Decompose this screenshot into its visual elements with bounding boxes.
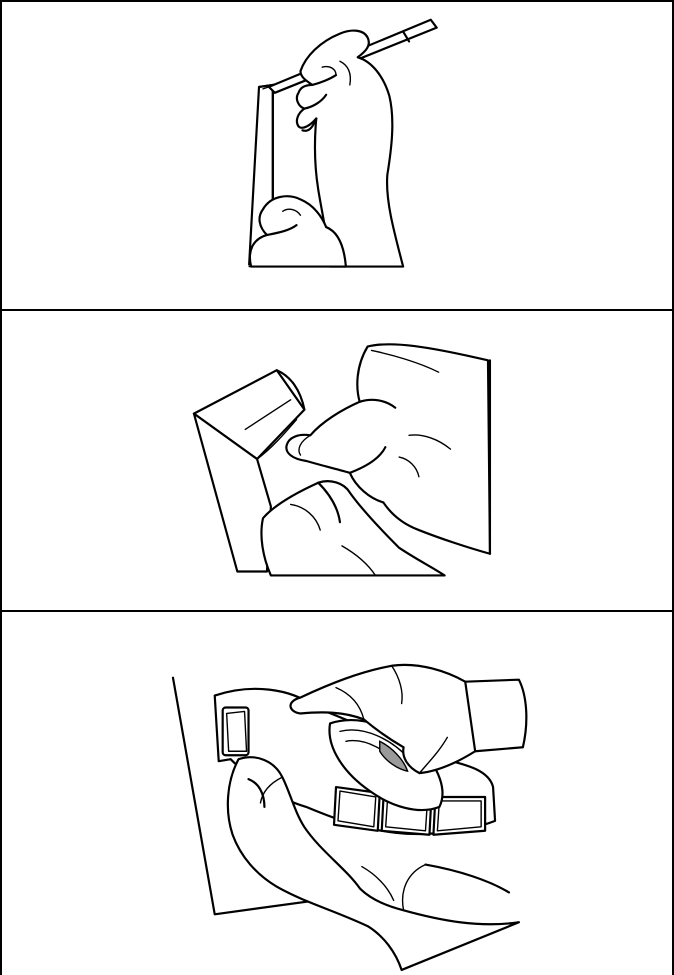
step-1-panel	[0, 0, 674, 311]
step-2-panel	[0, 309, 674, 612]
hand-writing-pen-on-card-icon	[2, 2, 672, 309]
hands-applying-label-roll-icon	[2, 612, 672, 975]
hands-peeling-label-backing-icon	[2, 311, 672, 610]
step-3-panel	[0, 610, 674, 975]
